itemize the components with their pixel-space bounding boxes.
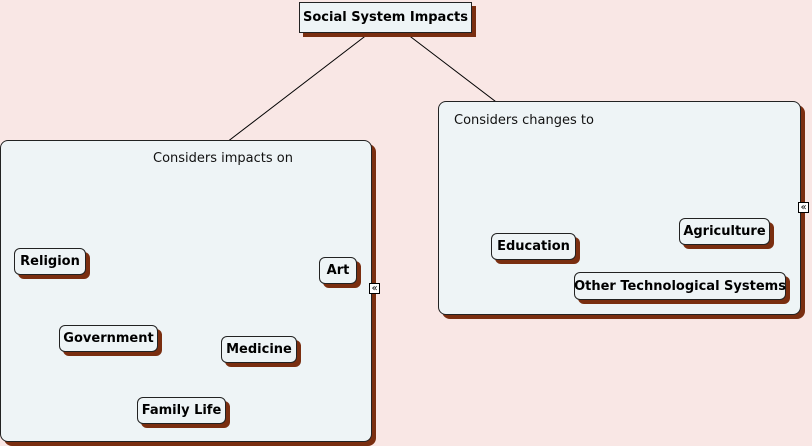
- concept-other-technological-systems-label: Other Technological Systems: [574, 278, 786, 294]
- concept-agriculture[interactable]: Agriculture: [679, 218, 770, 245]
- concept-government[interactable]: Government: [59, 325, 158, 352]
- left-group-panel: [0, 140, 372, 442]
- left-group-collapse-icon[interactable]: «: [369, 283, 380, 294]
- concept-family-life[interactable]: Family Life: [137, 397, 226, 424]
- concept-medicine[interactable]: Medicine: [221, 336, 297, 363]
- root-to-left-link-line: [213, 33, 369, 153]
- concept-government-label: Government: [63, 331, 154, 346]
- concept-art-label: Art: [326, 263, 350, 278]
- concept-agriculture-label: Agriculture: [683, 224, 766, 239]
- right-link-phrase[interactable]: Considers changes to: [452, 113, 596, 129]
- concept-medicine-label: Medicine: [226, 342, 292, 357]
- concept-education-label: Education: [497, 239, 570, 254]
- concept-religion[interactable]: Religion: [14, 248, 86, 275]
- concept-other-technological-systems[interactable]: Other Technological Systems: [574, 272, 786, 300]
- concept-education[interactable]: Education: [491, 233, 576, 260]
- root-concept-label: Social System Impacts: [302, 10, 468, 25]
- root-concept[interactable]: Social System Impacts: [299, 2, 472, 33]
- concept-religion-label: Religion: [20, 254, 80, 269]
- concept-art[interactable]: Art: [319, 257, 357, 284]
- right-group-collapse-icon[interactable]: «: [798, 202, 809, 213]
- left-link-phrase[interactable]: Considers impacts on: [151, 151, 295, 167]
- concept-family-life-label: Family Life: [141, 403, 222, 418]
